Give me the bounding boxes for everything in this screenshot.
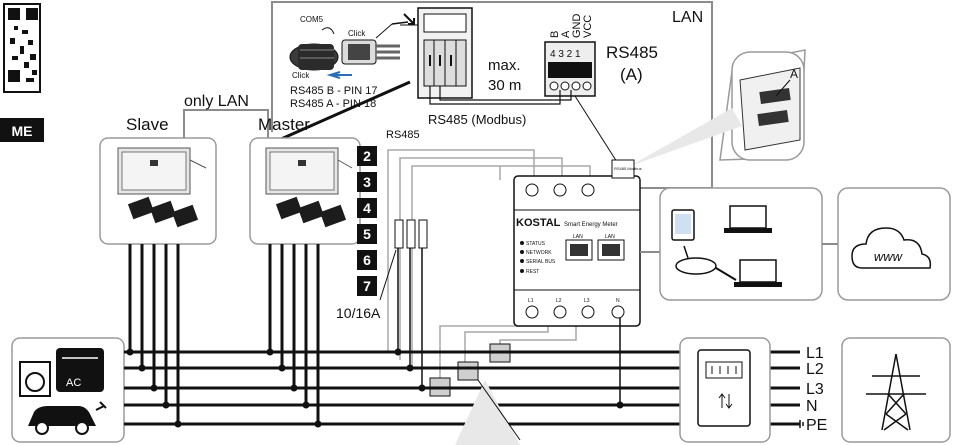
laptop-icon [734,259,782,287]
electricity-meter-icon [679,337,771,443]
pylon-icon [841,337,951,443]
pe-symbol [799,420,804,428]
master-label: Master [258,115,310,134]
rs485-connector [544,41,596,97]
meter-terminal-l1: L1 [528,298,534,304]
inverter-terminal-block [417,7,473,99]
com5-connector-illustration [289,13,415,79]
car-icon [28,401,107,435]
step-6: 6 [363,252,371,268]
click-label-2: Click [292,71,310,80]
meter-terminal-n: N [616,298,620,304]
slave-inverter [99,137,217,245]
meter-rs485-tag: RS485 Modbus [614,166,642,171]
step-4: 4 [363,200,371,216]
fuse-rating-label: 10/16A [336,305,381,321]
laptop-icon [724,205,772,233]
rs485-b-pin-label: RS485 B - PIN 17 [290,85,377,97]
step-7: 7 [363,278,371,294]
meter-serial: SERIAL BUS [526,259,556,265]
max-distance-value: 30 m [488,77,521,94]
smart-energy-meter [513,159,641,327]
master-inverter [249,137,361,245]
rs485-a-sub: (A) [620,65,643,84]
fuses [394,219,428,249]
air-conditioner-icon [56,348,104,392]
max-distance-label: max. [488,57,521,74]
rs485-bus-wires [429,86,572,105]
rs485-callout [719,49,806,161]
step-3: 3 [363,174,371,190]
meter-terminal-l2: L2 [556,298,562,304]
loads-box [11,337,125,443]
line-l2: L2 [806,361,824,378]
tablet-icon [671,209,695,241]
rs485-modbus-label: RS485 (Modbus) [428,112,526,127]
step-5: 5 [363,226,371,242]
meter-name: Smart Energy Meter [564,222,618,228]
junction-dots [126,348,624,428]
pin-numbers: 4 3 2 1 [550,49,581,60]
cloud-www-icon [851,227,932,269]
meter-status: STATUS [526,241,546,247]
pin-label-gnd: GND [571,14,583,39]
washing-machine-icon [19,361,51,397]
lan-top-label: LAN [672,9,703,26]
click-label-1: Click [348,29,366,38]
pin-label-vcc: VCC [582,15,594,38]
inverter-drop-wires [128,244,320,424]
meter-network: NETWORK [526,250,552,256]
slave-label: Slave [126,115,169,134]
line-l1: L1 [806,345,824,362]
www-label: www [874,249,904,264]
line-n: N [806,398,818,415]
only-lan-label: only LAN [184,93,249,110]
busbars [124,350,800,426]
network-devices [659,187,823,301]
internet-box [837,187,951,301]
line-pe: PE [806,417,827,434]
rs485-small-label: RS485 [386,129,420,141]
router-icon [675,245,717,275]
pin-label-b: B [549,31,561,38]
qr-caption: ME [12,123,33,139]
qr-code-icon [0,0,45,142]
meter-brand: KOSTAL [516,217,561,229]
fuse-wires [397,248,621,405]
ac-label: AC [66,377,81,389]
meter-terminal-l3: L3 [584,298,590,304]
pin-label-a: A [560,30,572,38]
line-l3: L3 [806,381,824,398]
meter-lan-2: LAN [605,234,615,240]
meter-reset: REST [526,269,539,275]
rs485-a-title: RS485 [606,43,658,62]
callout-a-label: A [790,67,798,81]
com5-label: COM5 [300,15,324,24]
meter-lan-1: LAN [573,234,583,240]
step-2: 2 [363,148,371,164]
